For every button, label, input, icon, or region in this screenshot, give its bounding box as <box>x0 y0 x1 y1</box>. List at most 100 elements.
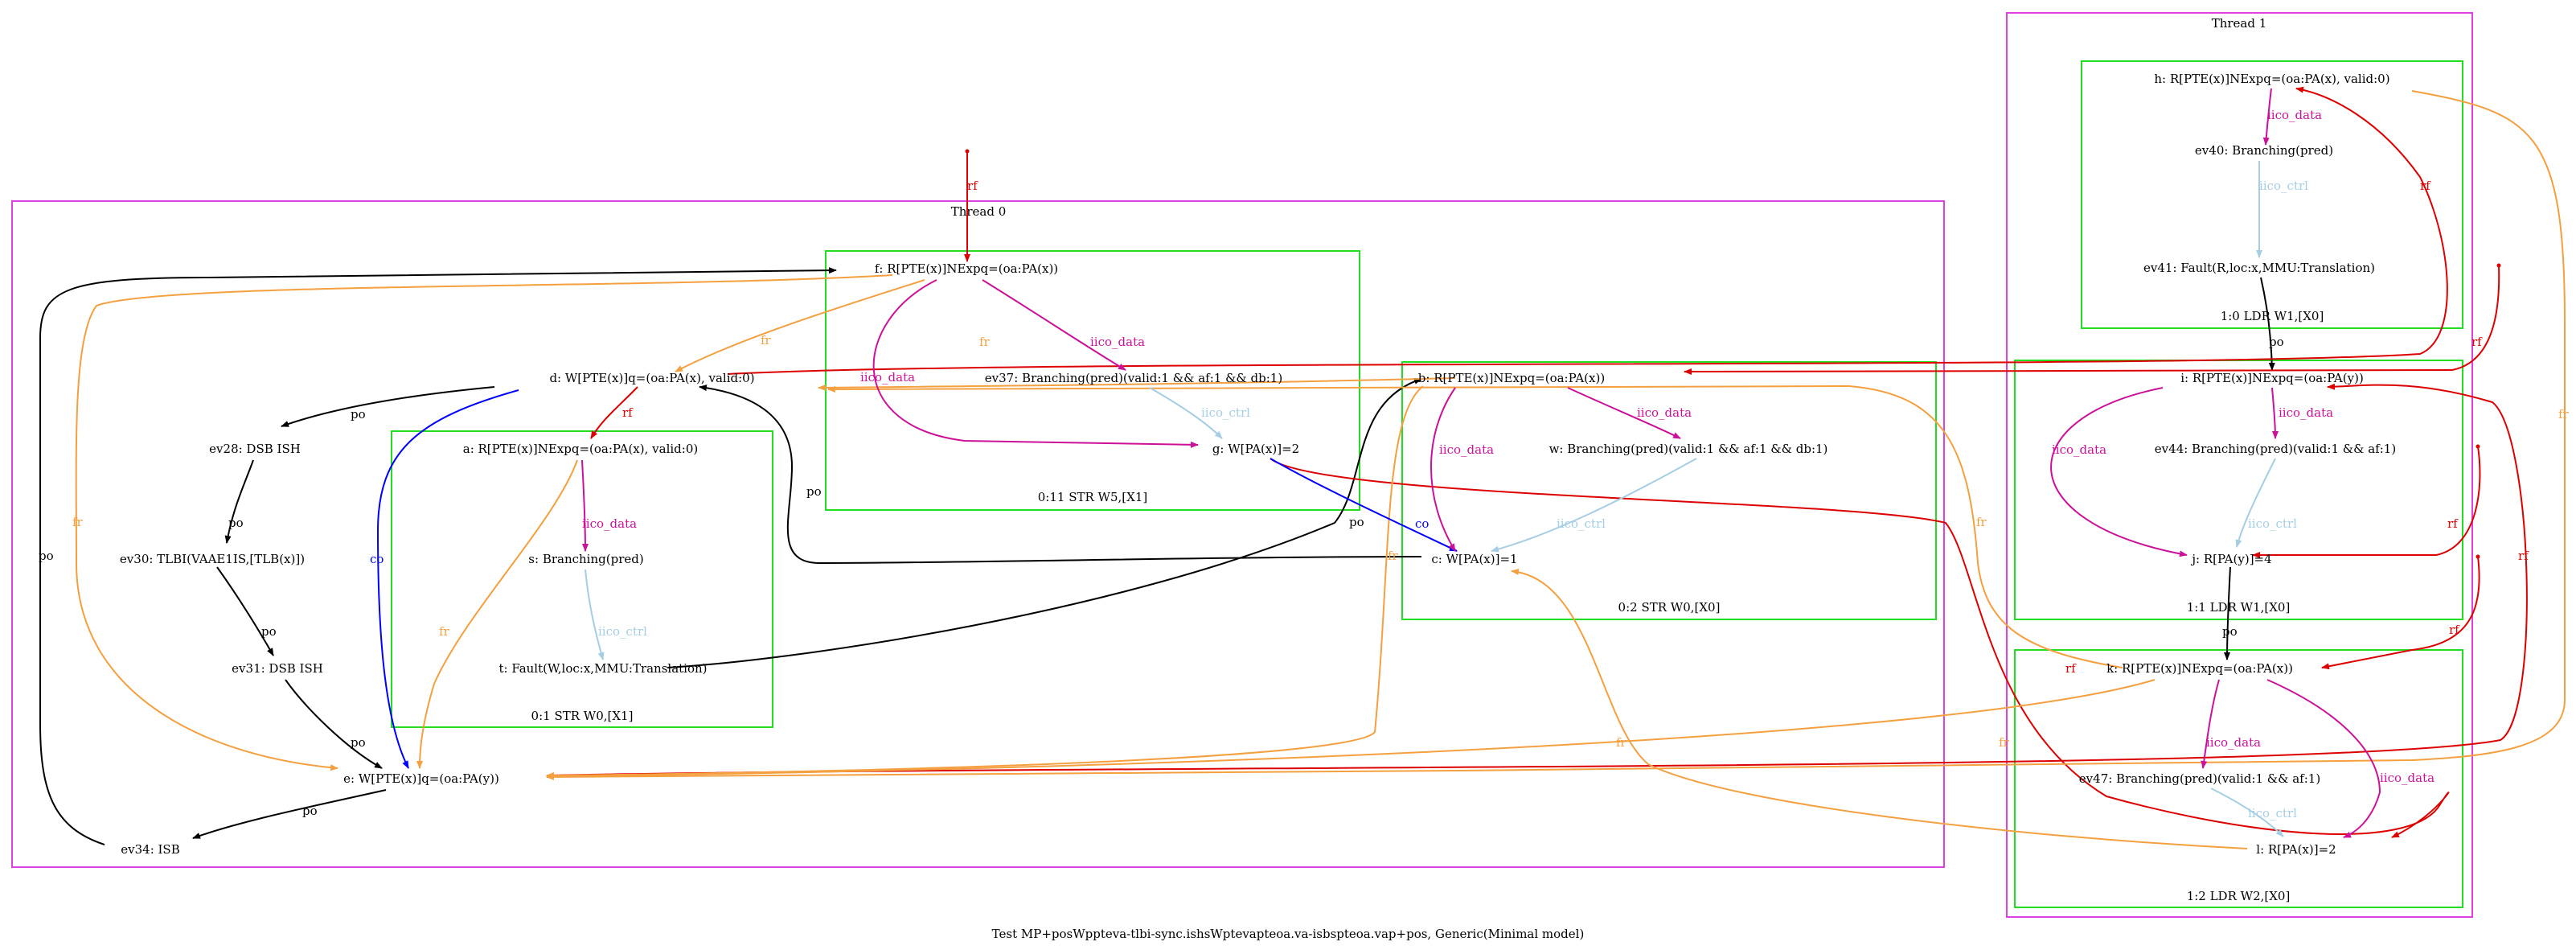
label-iico-ctrl-ev44-j: iico_ctrl <box>2248 516 2297 531</box>
edge-iico-ctrl-ev47-l <box>2210 788 2284 837</box>
edge-fr-k-e <box>546 679 2156 779</box>
node-ev34: ev34: ISB <box>121 842 179 857</box>
label-fr-f-d: fr <box>761 333 772 348</box>
label-iico-data-i-j: iico_data <box>2052 442 2106 457</box>
edge-iico-data-a-s <box>581 459 589 552</box>
label-po-ev28-ev30: po <box>228 516 244 530</box>
node-w: w: Branching(pred)(valid:1 && af:1 && db… <box>1549 442 1828 456</box>
node-ev28: ev28: DSB ISH <box>209 442 301 456</box>
node-ev30: ev30: TLBI(VAAE1IS,[TLB(x)]) <box>120 552 305 566</box>
label-rf-init-j: rf <box>2447 516 2459 531</box>
label-rf-d-a: rf <box>622 405 634 420</box>
edge-rf-d-a <box>590 386 638 439</box>
clusters: Thread 0 Thread 1 0:11 STR W5,[X1] 0:1 S… <box>11 12 2473 918</box>
node-l: l: R[PA(x)]=2 <box>2256 842 2336 857</box>
node-t: t: Fault(W,loc:x,MMU:Translation) <box>498 661 707 676</box>
instr-label-0-1: 0:1 STR W0,[X1] <box>531 709 634 723</box>
label-po-c-d: po <box>806 484 822 499</box>
node-j: j: R[PA(y)]=4 <box>2190 552 2271 566</box>
edges <box>39 86 2566 849</box>
edge-fr-f-e <box>75 274 893 771</box>
node-s: s: Branching(pred) <box>528 552 643 566</box>
instr-label-0-11: 0:11 STR W5,[X1] <box>1038 490 1147 504</box>
edge-fr-b-d <box>818 377 1456 391</box>
label-iico-data-k-ev47: iico_data <box>2206 735 2261 750</box>
edge-fr-h-e <box>546 90 2566 780</box>
label-rf-init-f: rf <box>967 179 978 193</box>
edge-iico-data-k-ev47 <box>2201 679 2220 769</box>
label-co-d-e: co <box>370 552 384 566</box>
label-fr-b-d: fr <box>979 335 991 349</box>
edge-po-ev31-e <box>285 679 383 769</box>
edge-rf-init-k <box>2321 556 2480 670</box>
label-po-j-k: po <box>2222 624 2238 639</box>
init-dot-k <box>2476 554 2480 559</box>
node-d: d: W[PTE(x)]q=(oa:PA(x), valid:0) <box>549 371 754 385</box>
edge-iico-data-i-ev44 <box>2271 387 2279 439</box>
instr-label-0-2: 0:2 STR W0,[X0] <box>1618 600 1721 615</box>
edge-po-ev41-i <box>2260 277 2275 371</box>
instr-label-1-2: 1:2 LDR W2,[X0] <box>2187 889 2291 903</box>
label-rf-e-i: rf <box>2518 549 2529 563</box>
label-fr-h-e: fr <box>2558 407 2570 422</box>
label-fr-a-e: fr <box>439 624 450 639</box>
edge-iico-data-f-g <box>872 279 1199 448</box>
thread0-label: Thread 0 <box>951 204 1007 219</box>
edge-fr-f-d <box>675 279 925 372</box>
thread1-cluster <box>2006 12 2473 918</box>
instr-box-0-1 <box>391 430 773 728</box>
edge-iico-ctrl-ev37-g <box>1149 387 1223 439</box>
node-c: c: W[PA(x)]=1 <box>1431 552 1517 566</box>
label-po-d-ev28: po <box>351 407 366 422</box>
node-ev41: ev41: Fault(R,loc:x,MMU:Translation) <box>2143 261 2375 275</box>
init-dot-f <box>965 149 970 154</box>
node-ev44: ev44: Branching(pred)(valid:1 && af:1) <box>2155 442 2396 456</box>
edge-po-c-d <box>699 385 1422 565</box>
edge-iico-ctrl-w-c <box>1491 458 1697 553</box>
edge-iico-data-k-l <box>2266 679 2381 838</box>
edge-rf-d-h <box>727 86 2448 375</box>
edge-rf-init-i <box>1684 265 2500 375</box>
edge-po-j-k <box>2224 566 2231 660</box>
edge-iico-ctrl-ev44-j <box>2235 458 2276 548</box>
label-po-ev31-e: po <box>351 735 366 750</box>
nodes: f: R[PTE(x)]NExpq=(oa:PA(x)) ev37: Branc… <box>120 72 2396 857</box>
edge-iico-data-f-ev37 <box>982 279 1126 371</box>
node-ev40: ev40: Branching(pred) <box>2195 143 2333 158</box>
label-fr-k-e: fr <box>1999 735 2010 750</box>
label-rf-g-l: rf <box>2065 661 2077 676</box>
label-iico-data-b-w: iico_data <box>1637 405 1692 420</box>
init-dot-i <box>2496 263 2501 268</box>
edge-fr-b-e <box>546 385 1424 779</box>
edge-co-g-c <box>1270 458 1458 552</box>
thread1-label: Thread 1 <box>2212 16 2267 31</box>
label-iico-ctrl-ev37-g: iico_ctrl <box>1201 405 1250 420</box>
edge-fr-a-e <box>416 459 578 769</box>
edge-po-t-b <box>667 378 1422 668</box>
label-fr-b-e: fr <box>1388 549 1399 563</box>
instr-box-0-2 <box>1401 361 1937 620</box>
label-po-e-ev34: po <box>302 804 318 818</box>
node-a: a: R[PTE(x)]NExpq=(oa:PA(x), valid:0) <box>463 442 698 456</box>
label-iico-data-f-ev37: iico_data <box>1090 335 1145 349</box>
edge-po-d-ev28 <box>281 386 495 427</box>
label-po-t-b: po <box>1349 515 1364 529</box>
label-iico-ctrl-ev40-ev41: iico_ctrl <box>2259 179 2308 193</box>
node-i: i: R[PTE(x)]NExpq=(oa:PA(y)) <box>2180 371 2364 385</box>
label-iico-ctrl-s-t: iico_ctrl <box>598 624 647 639</box>
instr-label-1-1: 1:1 LDR W1,[X0] <box>2187 600 2291 615</box>
label-fr-l-c: fr <box>1616 735 1627 750</box>
edge-fr-l-c <box>1511 568 2248 849</box>
edge-rf-init-j <box>2252 446 2481 558</box>
label-iico-ctrl-w-c: iico_ctrl <box>1557 516 1606 531</box>
edge-iico-data-i-j <box>2050 387 2188 557</box>
label-iico-data-b-c: iico_data <box>1439 442 1494 457</box>
label-rf-init-k: rf <box>2449 623 2460 637</box>
label-iico-data-f-g: iico_data <box>860 370 915 385</box>
edge-iico-data-b-c <box>1430 387 1456 552</box>
edge-co-d-e <box>376 389 519 769</box>
node-f: f: R[PTE(x)]NExpq=(oa:PA(x)) <box>875 261 1058 276</box>
node-h: h: R[PTE(x)]NExpq=(oa:PA(x), valid:0) <box>2154 72 2389 86</box>
label-fr-k-d: fr <box>1976 515 1987 529</box>
